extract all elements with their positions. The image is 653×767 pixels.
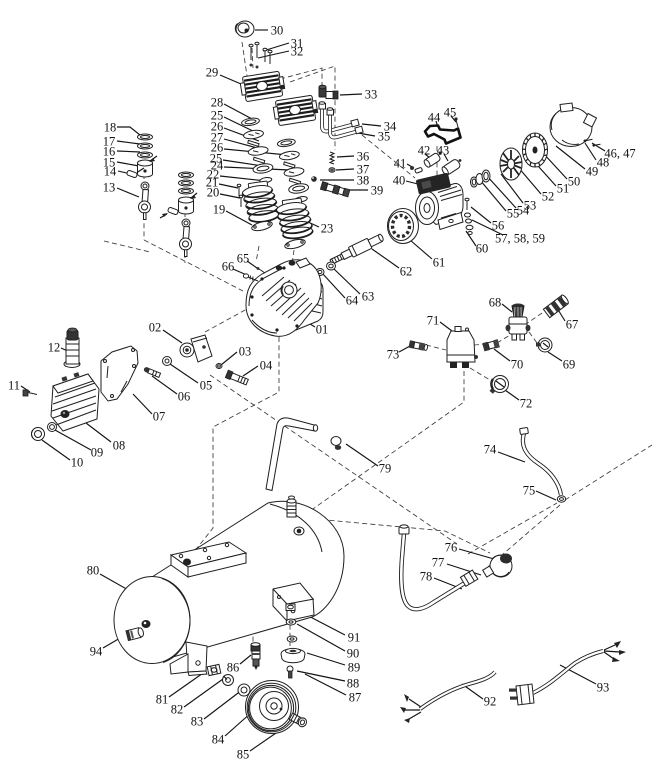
svg-text:64: 64 [346, 294, 359, 308]
svg-text:10: 10 [71, 456, 84, 470]
svg-text:83: 83 [191, 715, 204, 729]
svg-text:56: 56 [492, 219, 505, 233]
svg-text:48: 48 [597, 156, 610, 170]
svg-text:79: 79 [379, 462, 392, 476]
svg-text:36: 36 [357, 150, 370, 164]
svg-text:52: 52 [542, 190, 555, 204]
svg-text:78: 78 [420, 570, 433, 584]
svg-text:28: 28 [211, 96, 224, 110]
svg-text:66: 66 [222, 260, 235, 274]
svg-text:03: 03 [239, 345, 252, 359]
svg-text:85: 85 [237, 748, 250, 762]
svg-text:30: 30 [271, 24, 284, 38]
svg-text:26: 26 [211, 141, 224, 155]
svg-text:45: 45 [444, 106, 457, 120]
svg-text:35: 35 [378, 130, 391, 144]
svg-text:53: 53 [524, 199, 537, 213]
svg-text:84: 84 [212, 733, 225, 747]
svg-text:34: 34 [384, 120, 397, 134]
svg-text:91: 91 [348, 631, 361, 645]
svg-text:25: 25 [211, 109, 224, 123]
svg-text:16: 16 [103, 145, 116, 159]
svg-text:25: 25 [210, 152, 223, 166]
svg-text:90: 90 [347, 647, 360, 661]
svg-text:20: 20 [207, 186, 220, 200]
svg-text:18: 18 [104, 121, 117, 135]
svg-text:46, 47: 46, 47 [604, 147, 635, 161]
svg-text:31: 31 [291, 37, 304, 51]
svg-text:87: 87 [349, 691, 362, 705]
svg-text:73: 73 [387, 348, 400, 362]
svg-text:38: 38 [357, 174, 370, 188]
svg-text:60: 60 [476, 242, 489, 256]
svg-text:07: 07 [153, 410, 166, 424]
svg-text:44: 44 [428, 111, 441, 125]
svg-text:09: 09 [91, 446, 104, 460]
svg-text:61: 61 [433, 256, 446, 270]
svg-text:26: 26 [211, 120, 224, 134]
svg-text:27: 27 [211, 131, 224, 145]
svg-text:92: 92 [484, 695, 497, 709]
svg-text:06: 06 [178, 390, 191, 404]
svg-text:21: 21 [206, 176, 219, 190]
svg-text:23: 23 [321, 222, 334, 236]
svg-text:14: 14 [104, 165, 117, 179]
svg-text:70: 70 [511, 358, 524, 372]
svg-text:55: 55 [507, 207, 520, 221]
svg-text:69: 69 [563, 358, 576, 372]
svg-text:05: 05 [200, 379, 213, 393]
svg-text:63: 63 [362, 290, 375, 304]
svg-text:13: 13 [103, 181, 116, 195]
svg-text:19: 19 [213, 203, 226, 217]
svg-text:43: 43 [437, 144, 450, 158]
svg-text:65: 65 [237, 252, 250, 266]
svg-text:81: 81 [156, 693, 169, 707]
svg-text:86: 86 [227, 661, 240, 675]
svg-text:15: 15 [103, 156, 116, 170]
svg-text:54: 54 [517, 204, 530, 218]
svg-text:37: 37 [357, 163, 370, 177]
svg-text:02: 02 [149, 321, 162, 335]
svg-text:80: 80 [87, 564, 100, 578]
svg-text:77: 77 [432, 556, 445, 570]
svg-text:62: 62 [400, 265, 413, 279]
svg-text:88: 88 [347, 677, 360, 691]
svg-text:67: 67 [566, 318, 579, 332]
svg-text:93: 93 [597, 681, 610, 695]
svg-text:76: 76 [445, 541, 458, 555]
svg-text:89: 89 [348, 661, 361, 675]
svg-text:32: 32 [291, 45, 304, 59]
svg-text:51: 51 [557, 182, 570, 196]
svg-text:39: 39 [371, 184, 384, 198]
svg-text:33: 33 [365, 88, 378, 102]
svg-text:22: 22 [207, 168, 220, 182]
svg-text:12: 12 [48, 341, 61, 355]
svg-text:75: 75 [523, 484, 536, 498]
svg-text:24: 24 [211, 159, 224, 173]
svg-text:41: 41 [394, 157, 407, 171]
svg-text:57, 58, 59: 57, 58, 59 [495, 232, 545, 246]
svg-text:08: 08 [113, 439, 126, 453]
svg-text:74: 74 [484, 443, 497, 457]
svg-text:94: 94 [90, 645, 103, 659]
svg-text:68: 68 [489, 296, 502, 310]
svg-text:40: 40 [393, 174, 406, 188]
svg-text:71: 71 [427, 314, 440, 328]
svg-text:29: 29 [206, 66, 219, 80]
svg-text:49: 49 [586, 165, 599, 179]
svg-text:04: 04 [260, 359, 273, 373]
svg-text:82: 82 [171, 703, 184, 717]
svg-text:72: 72 [520, 397, 533, 411]
svg-text:42: 42 [418, 144, 431, 158]
svg-text:11: 11 [8, 379, 20, 393]
svg-text:17: 17 [103, 135, 116, 149]
svg-text:01: 01 [316, 323, 329, 337]
svg-text:50: 50 [568, 175, 581, 189]
